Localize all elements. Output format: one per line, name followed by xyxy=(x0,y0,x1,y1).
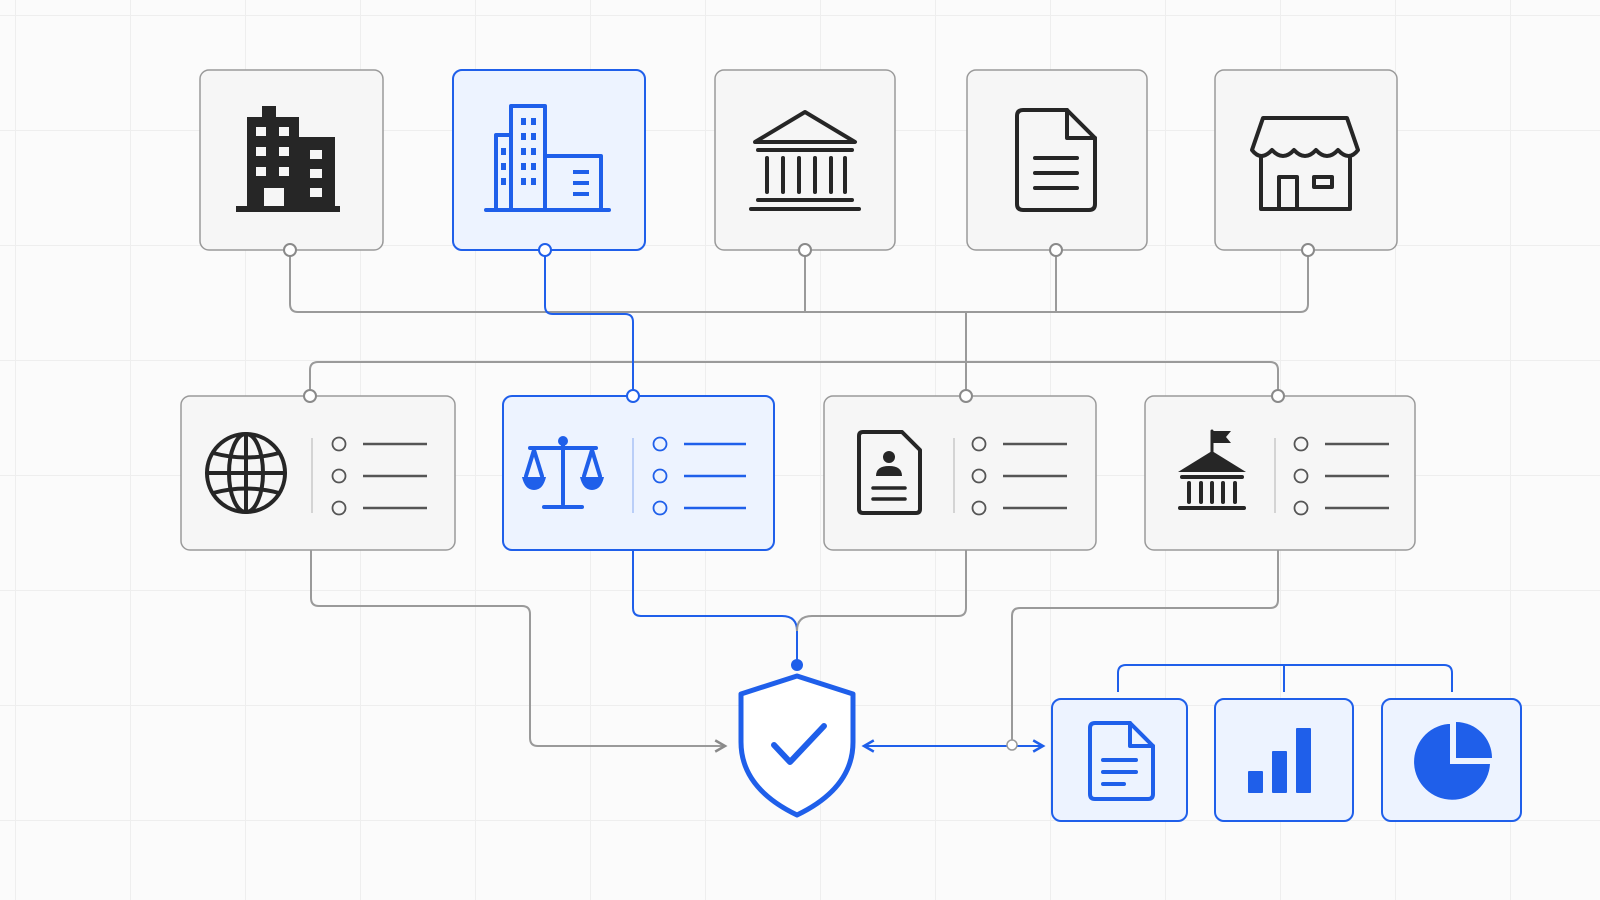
shield-check-icon xyxy=(738,673,856,818)
bank-columns-icon xyxy=(749,110,861,211)
office-building-icon xyxy=(236,106,340,212)
output-pie-chart[interactable] xyxy=(1381,698,1522,822)
connector-scales-to-hub xyxy=(632,550,798,665)
card-office-building[interactable] xyxy=(199,69,384,257)
card-document[interactable] xyxy=(966,69,1148,257)
port-in[interactable] xyxy=(626,389,640,403)
connector-globe-to-hub xyxy=(310,550,728,753)
port-out[interactable] xyxy=(538,243,552,257)
bar-chart-icon xyxy=(1248,728,1311,793)
document-icon xyxy=(1015,108,1097,212)
port-out[interactable] xyxy=(1301,243,1315,257)
card-frame xyxy=(1214,69,1398,251)
pie-chart-icon xyxy=(1414,722,1492,800)
port-out[interactable] xyxy=(283,243,297,257)
connectors xyxy=(289,250,1453,753)
card-frame xyxy=(1144,395,1416,551)
id-document-icon xyxy=(857,430,922,515)
connector-id-to-hub xyxy=(796,550,967,632)
card-storefront[interactable] xyxy=(1214,69,1398,257)
card-scales-of-justice[interactable] xyxy=(502,389,775,551)
card-id-document[interactable] xyxy=(823,389,1097,551)
checklist xyxy=(971,436,1067,516)
connector-active-top-to-middle xyxy=(544,250,634,396)
output-report[interactable] xyxy=(1051,698,1188,822)
checklist xyxy=(1293,436,1389,516)
checklist xyxy=(652,436,746,516)
globe-icon xyxy=(205,432,287,514)
junction-port xyxy=(1006,739,1018,751)
hub-shield[interactable] xyxy=(738,673,856,818)
storefront-icon xyxy=(1250,116,1360,211)
corporate-buildings-icon xyxy=(484,104,611,212)
building-windows xyxy=(501,118,589,196)
outputs-row xyxy=(1051,698,1522,822)
connector-gov-to-outputs xyxy=(1011,550,1279,745)
card-frame xyxy=(823,395,1097,551)
card-frame xyxy=(452,69,646,251)
card-corporate-buildings[interactable] xyxy=(452,69,646,257)
checklist xyxy=(331,436,427,516)
connector-middle-bus xyxy=(309,361,1279,396)
port-in[interactable] xyxy=(959,389,973,403)
card-bank[interactable] xyxy=(714,69,896,257)
government-building-flag-icon xyxy=(1178,429,1246,510)
card-frame xyxy=(714,69,896,251)
port-out[interactable] xyxy=(798,243,812,257)
output-bar-chart[interactable] xyxy=(1214,698,1354,822)
scales-of-justice-icon xyxy=(522,436,604,509)
card-frame xyxy=(1381,698,1522,822)
port-out[interactable] xyxy=(1049,243,1063,257)
middle-row xyxy=(180,389,1416,551)
connector-top-1 xyxy=(289,250,1309,313)
hub-input-dot xyxy=(791,659,803,671)
checkmark-icon xyxy=(771,723,827,765)
card-government-building[interactable] xyxy=(1144,389,1416,551)
report-document-icon xyxy=(1088,721,1155,801)
card-frame xyxy=(502,395,775,551)
port-in[interactable] xyxy=(1271,389,1285,403)
top-row xyxy=(199,69,1398,257)
card-globe[interactable] xyxy=(180,389,456,551)
port-in[interactable] xyxy=(303,389,317,403)
